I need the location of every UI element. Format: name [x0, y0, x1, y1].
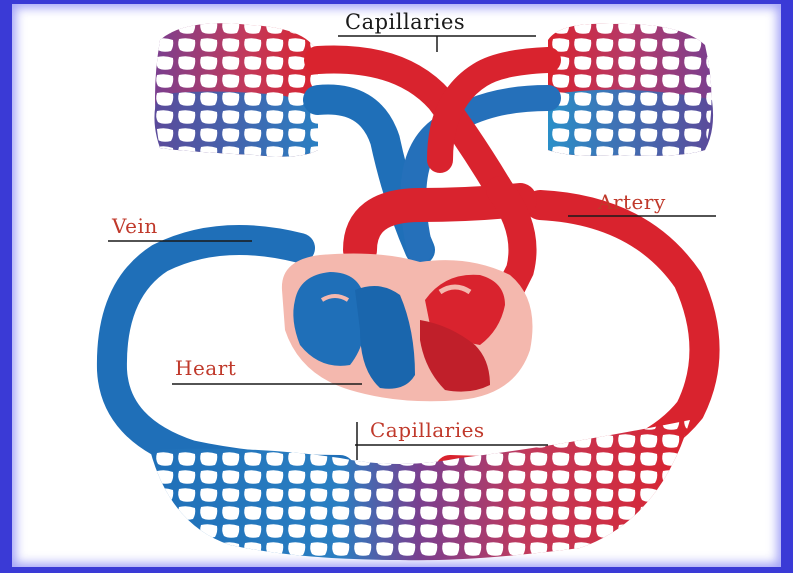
vein-label: Vein: [112, 216, 158, 236]
left-lung-capillaries: [154, 23, 318, 156]
right-lung-capillaries: [548, 24, 713, 156]
heart: [282, 254, 533, 402]
artery-label: Artery: [598, 192, 666, 212]
capillaries-top-label: Capillaries: [345, 12, 465, 33]
capillaries-bottom-label: Capillaries: [370, 420, 485, 440]
heart-label: Heart: [175, 358, 236, 378]
